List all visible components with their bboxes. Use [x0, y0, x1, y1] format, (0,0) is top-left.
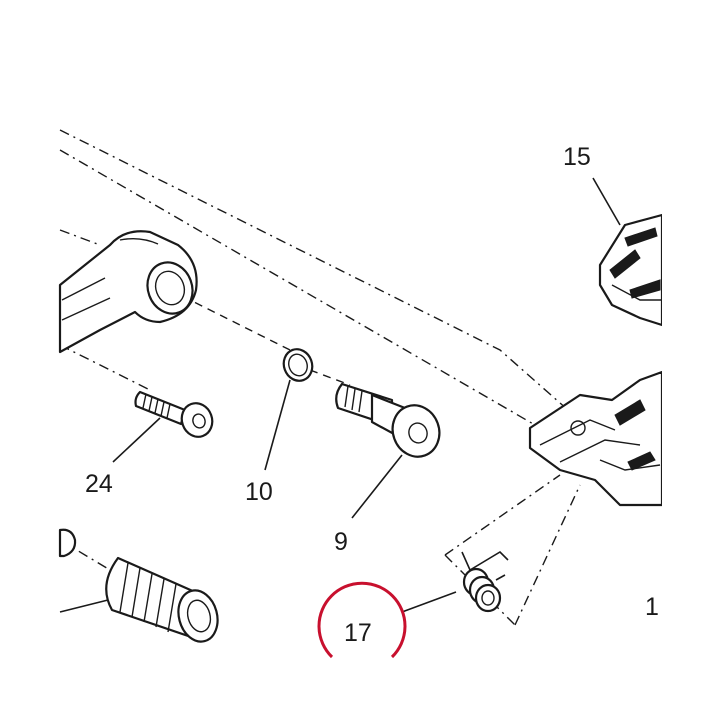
pedal-bracket	[528, 370, 664, 507]
callout-10: 10	[245, 478, 273, 506]
highlight-circle-17	[317, 581, 407, 659]
clip-15	[598, 213, 664, 327]
callout-9: 9	[334, 528, 348, 556]
leader-lines	[112, 177, 621, 613]
callout-15: 15	[563, 143, 591, 171]
bolt-24	[134, 390, 214, 438]
right-margin	[662, 0, 720, 720]
rubber-grip	[58, 528, 219, 643]
callout-17: 17	[344, 619, 372, 647]
spring-17	[461, 550, 509, 613]
o-ring-10	[282, 348, 314, 382]
callout-partial: 1	[645, 593, 659, 621]
crank-arm	[58, 230, 198, 354]
callout-24: 24	[85, 470, 113, 498]
assembly-lines	[59, 129, 586, 626]
pivot-pin-9	[335, 382, 441, 458]
